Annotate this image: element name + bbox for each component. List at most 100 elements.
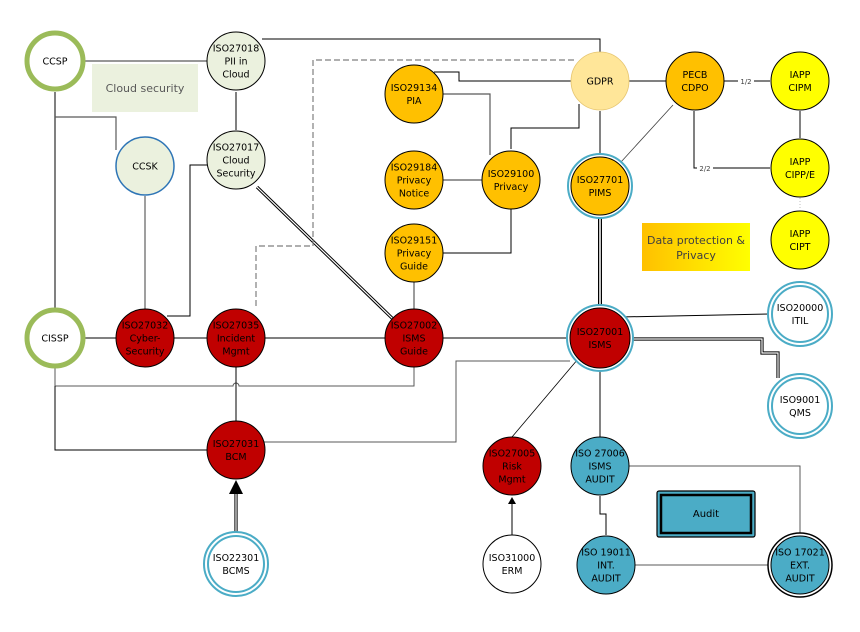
- node-label: ISO 27006: [575, 449, 625, 460]
- node-circle: [771, 377, 829, 435]
- edge-iso27006-iso19011: [599, 496, 607, 535]
- node-ccsk[interactable]: CCSK: [115, 136, 175, 196]
- node-label: CISSP: [41, 334, 68, 345]
- node-circle: [24, 30, 86, 92]
- node-cippe[interactable]: IAPP CIPP/E: [770, 138, 830, 198]
- edge-iso27017-iso27002-inner: [256, 186, 395, 321]
- node-label: Guide: [400, 347, 428, 358]
- node-label: Notice: [399, 189, 430, 200]
- node-label: ISO 17021: [775, 548, 825, 559]
- edge-iso27001-iso9001-inner: [628, 338, 779, 378]
- legend-audit[interactable]: Audit: [656, 490, 756, 538]
- legend-privacy-line1: Data protection &: [647, 234, 745, 247]
- node-circle: [384, 64, 444, 124]
- edge-iso27001-iso9001: [628, 337, 780, 378]
- node-circle: [482, 436, 542, 496]
- node-label: Risk: [502, 462, 522, 473]
- node-circle: [207, 535, 265, 593]
- edge-iso29134-iso29100: [443, 93, 491, 155]
- node-circle: [384, 150, 444, 210]
- node-label: ISO9001: [780, 395, 821, 406]
- node-label: CCSK: [132, 162, 158, 173]
- node-label: AUDIT: [585, 475, 615, 486]
- edge-iso27035-gdpr-dashed: [255, 59, 574, 306]
- node-label: AUDIT: [785, 574, 815, 585]
- node-label: ISMS: [588, 462, 611, 473]
- node-label: ISO 19011: [581, 548, 631, 559]
- node-circle: [569, 307, 631, 369]
- node-cissp[interactable]: CISSP: [24, 307, 86, 369]
- node-label: Cloud: [222, 156, 249, 167]
- legend-audit-label: Audit: [693, 509, 719, 520]
- node-label: BCMS: [222, 566, 249, 577]
- node-circle: [206, 31, 266, 91]
- node-label: CIPP/E: [785, 170, 815, 181]
- node-label: ISMS: [588, 340, 611, 351]
- node-circle: [570, 156, 630, 216]
- node-label: PIMS: [589, 188, 612, 199]
- node-label: Guide: [400, 262, 428, 273]
- arrowhead-iso27031: [229, 480, 243, 494]
- node-circle: [384, 223, 444, 283]
- node-label: CIPM: [788, 83, 811, 94]
- node-label: Incident: [217, 334, 256, 345]
- edge-ccsp-ccsk: [55, 116, 117, 150]
- node-label: CDPO: [681, 83, 708, 94]
- node-ccsp[interactable]: CCSP: [24, 30, 86, 92]
- node-label: Privacy: [397, 176, 432, 187]
- node-circle: [770, 138, 830, 198]
- legend-cloud-label: Cloud security: [106, 82, 185, 95]
- edge-iso27017-iso27032: [167, 164, 207, 317]
- node-label: Privacy: [397, 249, 432, 260]
- node-label: IAPP: [790, 229, 811, 240]
- edge-label-pecb-cipm: 1/2: [740, 78, 751, 86]
- node-label: PII in: [224, 57, 247, 68]
- node-gdpr[interactable]: GDPR: [570, 51, 630, 111]
- node-circle: [770, 210, 830, 270]
- node-circle: [570, 51, 630, 111]
- node-label: ISO27005: [489, 449, 536, 460]
- edge-pecb-cippe: [693, 111, 770, 169]
- node-label: ERM: [502, 566, 523, 577]
- node-circle: [206, 130, 266, 190]
- node-label: IAPP: [790, 157, 811, 168]
- edge-pecb-iso27701: [620, 104, 674, 163]
- edge-cissp-iso27031: [54, 386, 207, 451]
- node-label: Mgmt: [498, 475, 525, 486]
- node-circle: [665, 51, 725, 111]
- node-label: BCM: [225, 452, 246, 463]
- node-label: Cyber-: [130, 334, 161, 345]
- node-label: ISO29134: [391, 83, 438, 94]
- node-label: Security: [216, 169, 255, 180]
- edge-label-pecb-cippe: 2/2: [699, 165, 710, 173]
- node-label: CCSP: [42, 57, 67, 68]
- node-label: ISO31000: [489, 553, 536, 564]
- node-label: ISO20000: [777, 303, 824, 314]
- node-label: ISO22301: [213, 553, 260, 564]
- node-circle: [770, 51, 830, 111]
- node-label: ISO27017: [213, 143, 260, 154]
